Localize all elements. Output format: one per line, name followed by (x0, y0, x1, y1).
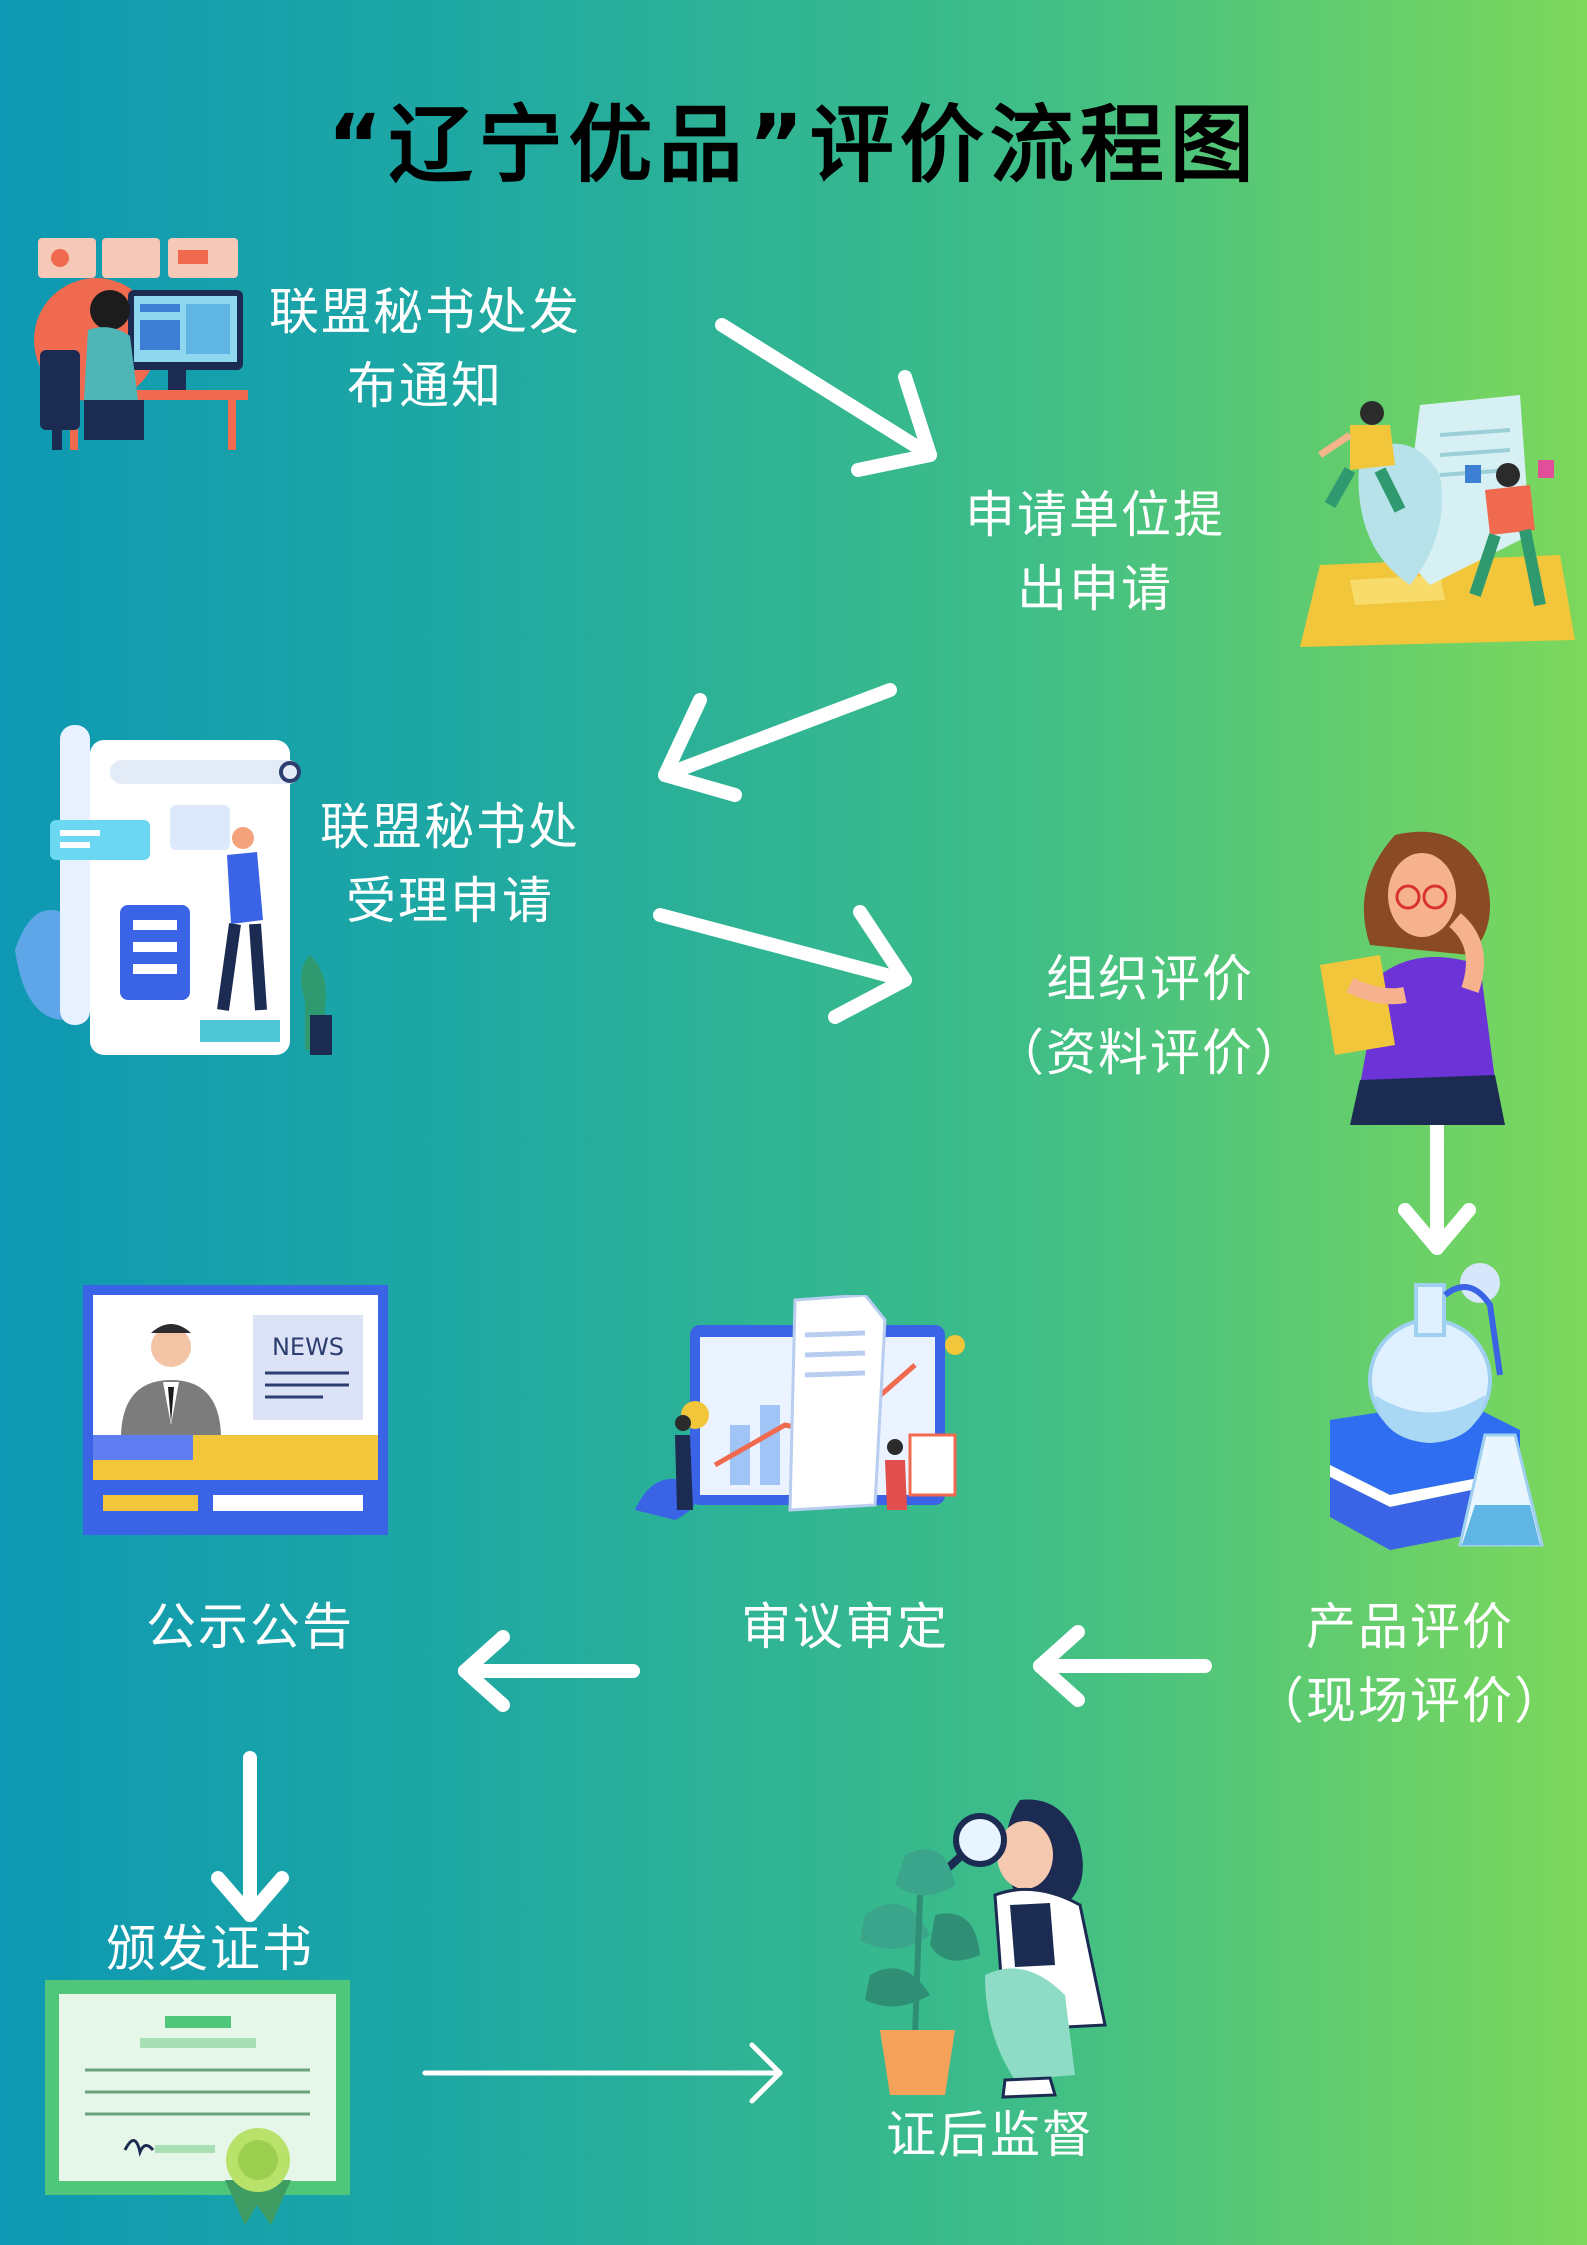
arrow-notice-to-apply (715, 318, 937, 477)
step-supervision: 证后监督 (860, 2098, 1120, 2172)
arrow-onsite-to-review (1033, 1625, 1212, 1707)
step-review-line1: 审议审定 (741, 1598, 949, 1656)
step-accept-line2: 受理申请 (346, 872, 554, 930)
step-doc-eval-line1: 组织评价 (1046, 950, 1254, 1008)
step-notice: 联盟秘书处发 布通知 (255, 275, 595, 423)
step-doc-eval-line2: （资料评价） (994, 1024, 1306, 1082)
step-review: 审议审定 (715, 1590, 975, 1664)
step-apply: 申请单位提 出申请 (945, 478, 1245, 626)
step-accept-line1: 联盟秘书处 (320, 798, 580, 856)
step-notice-line2: 布通知 (347, 357, 503, 415)
step-onsite-eval-line2: （现场评价） (1254, 1672, 1566, 1730)
step-certificate-line1: 颁发证书 (106, 1920, 314, 1978)
step-apply-line2: 出申请 (1017, 560, 1173, 618)
step-publicity-line1: 公示公告 (146, 1598, 354, 1656)
step-apply-line1: 申请单位提 (965, 486, 1225, 544)
page-title: “辽宁优品”评价流程图 (327, 96, 1260, 194)
step-certificate: 颁发证书 (90, 1912, 330, 1986)
arrow-certificate-to-supervision (422, 2042, 783, 2104)
step-publicity: 公示公告 (120, 1590, 380, 1664)
report-chart-icon (635, 1295, 965, 1520)
lab-flask-icon (1330, 1263, 1544, 1550)
arrow-publicity-to-certificate (211, 1751, 289, 1922)
step-doc-eval: 组织评价 （资料评价） (990, 942, 1310, 1090)
step-onsite-eval: 产品评价 （现场评价） (1250, 1590, 1570, 1738)
news-board-text: NEWS (272, 1333, 344, 1361)
magnifier-plant-icon (860, 1799, 1107, 2099)
step-notice-line1: 联盟秘书处发 (269, 283, 581, 341)
web-document-icon (15, 725, 332, 1055)
arrow-doc-eval-to-onsite (1398, 1118, 1476, 1255)
step-onsite-eval-line1: 产品评价 (1306, 1598, 1514, 1656)
arrow-accept-to-doc-eval (653, 905, 912, 1024)
certificate-icon (45, 1980, 350, 2225)
arrow-apply-to-accept (658, 683, 897, 802)
news-anchor-icon: NEWS (83, 1285, 388, 1535)
arrow-review-to-publicity (458, 1630, 640, 1712)
step-accept: 联盟秘书处 受理申请 (305, 790, 595, 938)
thinking-woman-icon (1320, 831, 1505, 1125)
step-supervision-line1: 证后监督 (886, 2106, 1094, 2164)
office-worker-icon (34, 238, 248, 450)
application-people-icon (1300, 395, 1575, 647)
